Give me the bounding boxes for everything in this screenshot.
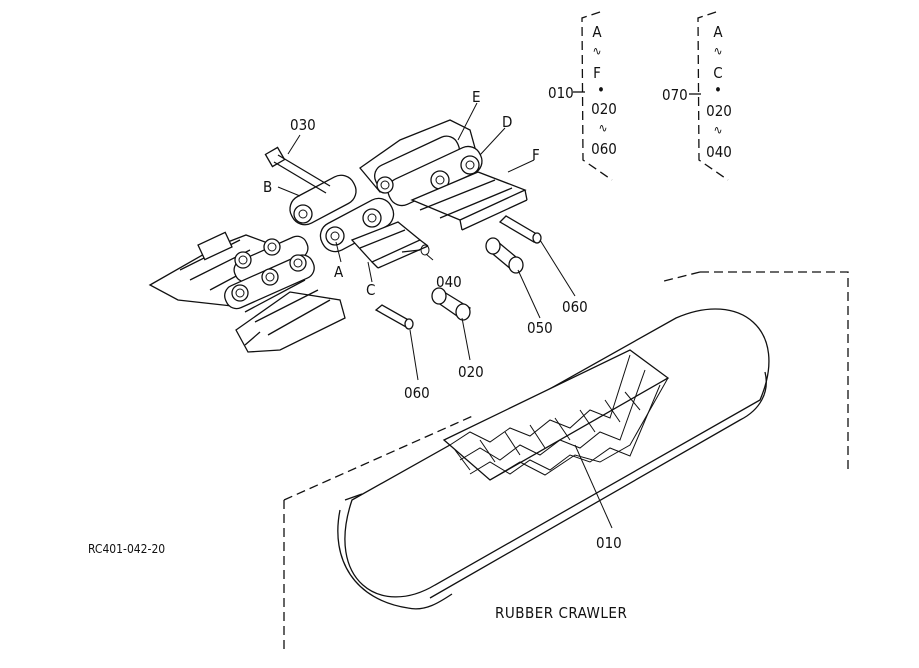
rubber-crawler bbox=[283, 271, 849, 650]
legend-line: C bbox=[713, 64, 722, 82]
pin-060-right bbox=[498, 215, 542, 244]
legend-line: ∿ bbox=[713, 123, 722, 137]
callout-050: 050 bbox=[527, 319, 553, 337]
callout-A: A bbox=[334, 263, 344, 281]
legend-line: 040 bbox=[706, 143, 732, 161]
callout-E: E bbox=[472, 88, 481, 106]
callout-010-crawler: 010 bbox=[596, 534, 622, 552]
legend-line: 020 bbox=[706, 102, 732, 120]
legend-line: • bbox=[714, 81, 722, 99]
callout-B: B bbox=[263, 178, 272, 196]
pin-040 bbox=[401, 244, 430, 256]
bushing-050 bbox=[485, 237, 524, 274]
legend-bracket-070 bbox=[689, 11, 729, 181]
legend-line: 020 bbox=[591, 100, 617, 118]
pin-060-left bbox=[374, 304, 414, 330]
legend-ref-010: 010 bbox=[548, 84, 574, 102]
leader-lines bbox=[277, 102, 613, 529]
drawing-code: RC401-042-20 bbox=[88, 542, 165, 556]
legend-line: • bbox=[597, 81, 605, 99]
callout-060-right: 060 bbox=[562, 298, 588, 316]
callout-020: 020 bbox=[458, 363, 484, 381]
bolt-030 bbox=[264, 146, 331, 194]
legend-line: ∿ bbox=[592, 44, 601, 58]
callout-040: 040 bbox=[436, 273, 462, 291]
legend-line: ∿ bbox=[713, 44, 722, 58]
chain-segment-left bbox=[148, 231, 346, 353]
legend-line: ∿ bbox=[598, 121, 607, 135]
callout-060-left: 060 bbox=[404, 384, 430, 402]
callout-D: D bbox=[502, 113, 512, 131]
legend-bracket-010 bbox=[573, 11, 613, 181]
tread-pattern bbox=[449, 354, 669, 481]
caption-rubber-crawler: RUBBER CRAWLER bbox=[495, 604, 627, 622]
bushing-020 bbox=[431, 287, 472, 321]
master-link-abc bbox=[289, 174, 429, 269]
callout-F: F bbox=[532, 146, 540, 164]
callout-C: C bbox=[366, 281, 375, 299]
legend-line: 060 bbox=[591, 140, 617, 158]
legend-line: F bbox=[593, 64, 601, 82]
chain-segment-right bbox=[359, 119, 528, 231]
callout-030: 030 bbox=[290, 116, 316, 134]
legend-line: A bbox=[592, 23, 602, 41]
legend-line: A bbox=[713, 23, 723, 41]
legend-ref-070: 070 bbox=[662, 86, 688, 104]
